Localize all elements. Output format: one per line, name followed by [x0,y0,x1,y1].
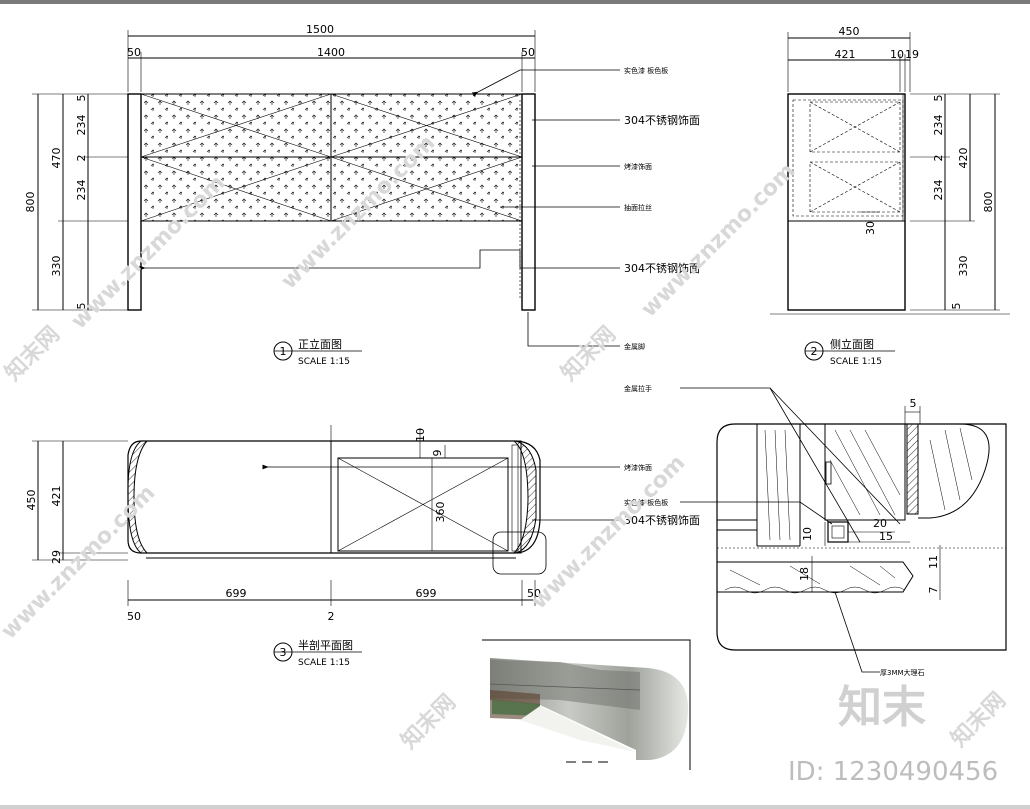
note-paint-finish-2: 实色漆 板色板 [624,498,668,507]
dim-plan-b: 29 [50,550,63,564]
dim-side-in-mid: 2 [932,155,945,162]
watermark-brand-1: 知末网 [0,321,65,386]
side-elevation-labels: 450 421 10 19 5 234 2 234 420 800 330 5 … [804,25,995,367]
view-2-number: 2 [811,345,818,358]
view-2-scale: SCALE 1:15 [830,357,882,367]
dim-side-top: 5 [932,95,945,102]
dim-side-bottom: 5 [950,303,963,310]
render-photo [482,639,691,770]
dim-front-lower: 330 [50,256,63,277]
dim-det-7: 7 [927,587,940,594]
watermark-brand-big: 知末 [838,682,926,733]
note-lacquer-1: 烤漆饰面 [624,162,652,171]
dim-plan-w-right: 50 [527,587,541,600]
dim-plan-9: 9 [431,450,444,457]
dim-det-5: 5 [910,397,917,410]
dim-front-a: 234 [75,115,88,136]
watermark-site-3: www.znzmo.com [637,158,801,322]
note-metal-handle: 金属拉手 [624,384,652,393]
view-3-title: 半剖平面图 [298,638,353,652]
dim-side-total: 450 [839,25,860,38]
dim-side-a: 421 [835,48,856,61]
dim-side-upper: 420 [957,148,970,169]
dim-plan-a: 421 [50,486,63,507]
front-elevation [32,30,620,347]
watermark-brand-3: 知末网 [396,689,461,754]
front-elevation-labels: 1500 1400 50 50 800 470 330 5 234 2 234 … [24,23,700,367]
dim-side-30: 30 [864,221,877,235]
dim-front-upper: 470 [50,148,63,169]
watermark-brand-4: 知末网 [946,687,1011,752]
dim-side-in-a: 234 [932,115,945,136]
dim-front-total: 1500 [306,23,334,36]
joint-detail-labels: 金属拉手 实色漆 板色板 5 10 20 15 18 11 7 厚3MM大理石 [624,384,940,677]
dim-plan-360: 360 [434,502,447,523]
note-paint-finish: 实色漆 板色板 [624,66,668,75]
dim-front-right-leg: 50 [521,46,535,59]
dim-side-in-b: 234 [932,180,945,201]
note-stainless-1: 304不锈钢饰面 [624,113,700,127]
dim-side-lower: 330 [957,256,970,277]
view-3-number: 3 [280,646,287,659]
note-brushed: 抽面拉丝 [624,203,652,212]
note-lacquer-2: 烤漆饰面 [624,463,652,472]
view-2-title: 侧立面图 [830,337,874,351]
dim-plan-w-mid: 2 [328,610,335,623]
dim-det-18: 18 [798,567,811,581]
view-1-title: 正立面图 [298,337,342,351]
dim-plan-w-a: 699 [226,587,247,600]
side-elevation [770,32,1010,315]
dim-side-c: 19 [905,48,919,61]
view-1-scale: SCALE 1:15 [298,357,350,367]
watermark-id: ID: 1230490456 [788,757,998,787]
note-stainless-2: 304不锈钢饰面 [624,261,700,275]
dim-side-b: 10 [890,48,904,61]
dim-det-10: 10 [801,527,814,541]
half-section-plan-labels: 450 421 29 10 9 360 699 699 2 50 50 烤漆饰面… [25,428,700,668]
note-marble: 厚3MM大理石 [880,668,925,677]
note-metal-leg: 金属脚 [624,342,645,351]
dim-front-height: 800 [24,192,37,213]
half-section-plan [32,425,620,606]
note-stainless-3: 304不锈钢饰面 [624,513,700,527]
watermark-brand-2: 知末网 [556,321,621,386]
dim-front-top: 5 [75,95,88,102]
dim-det-20: 20 [873,517,887,530]
dim-plan-w-left: 50 [127,610,141,623]
dim-front-mid: 2 [75,155,88,162]
view-1-number: 1 [280,345,287,358]
dim-plan-w-b: 699 [416,587,437,600]
view-3-scale: SCALE 1:15 [298,658,350,668]
watermark-site-5: www.znzmo.com [527,450,691,614]
joint-detail [680,387,1007,673]
dim-front-bottom: 5 [75,303,88,310]
dim-det-11: 11 [927,555,940,569]
dim-plan-10: 10 [414,428,427,442]
dim-front-b: 234 [75,180,88,201]
dim-plan-height: 450 [25,490,38,511]
dim-side-height: 800 [982,192,995,213]
dim-front-inner: 1400 [317,46,345,59]
dim-front-left-leg: 50 [127,46,141,59]
dim-det-15: 15 [879,530,893,543]
